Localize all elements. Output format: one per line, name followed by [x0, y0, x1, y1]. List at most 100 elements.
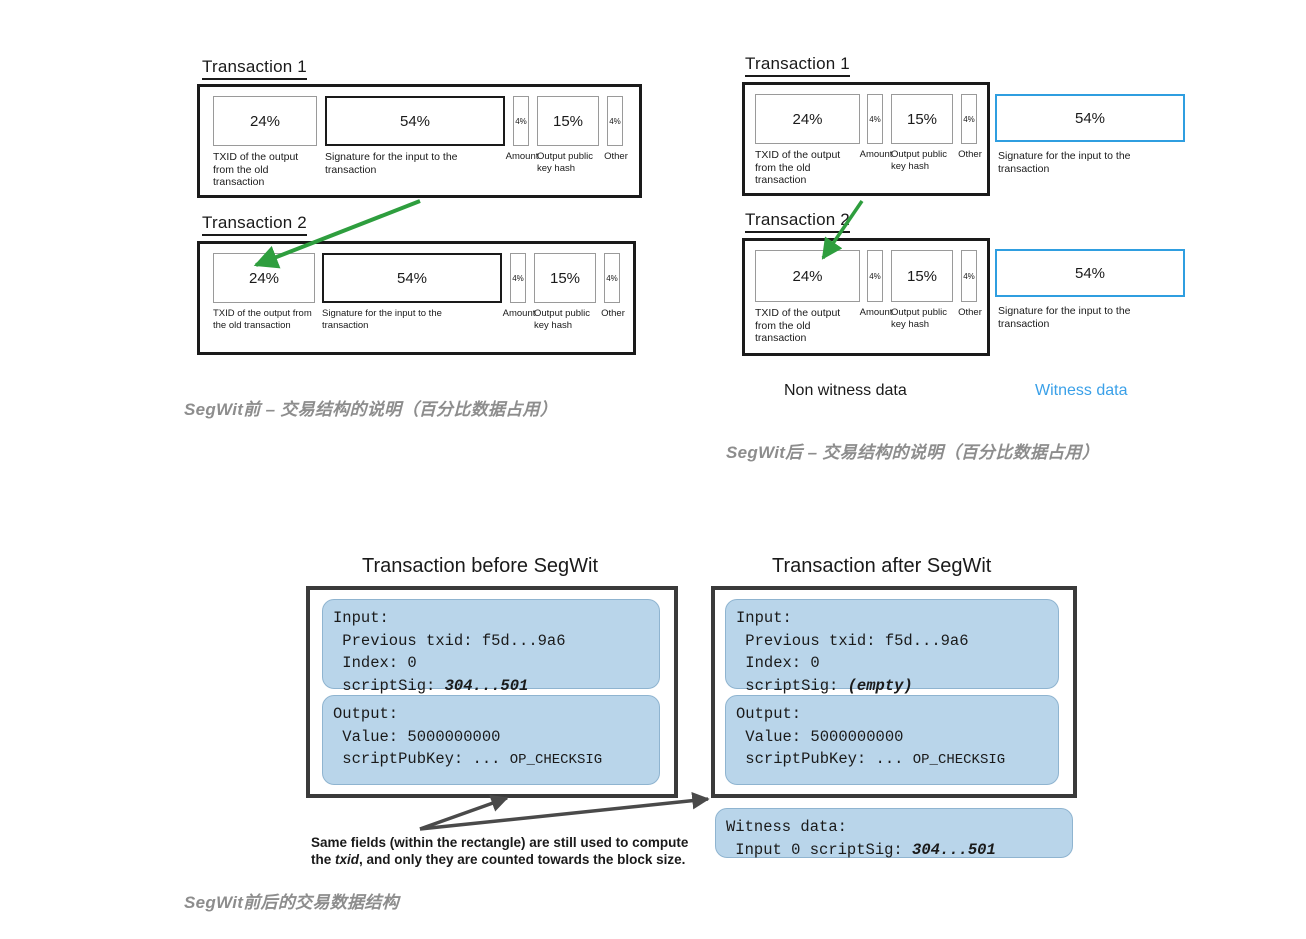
left-tx2-seg-sig: 54%	[322, 253, 502, 303]
left-tx2-seg-pubkey-pct: 15%	[549, 269, 581, 287]
right-tx1-seg-txid-pct: 24%	[792, 110, 823, 128]
caption-bottom-structure: SegWit前后的交易数据结构	[184, 893, 399, 912]
after-input-line1: Input:	[736, 609, 792, 627]
before-output-opcode: OP_CHECKSIG	[509, 752, 603, 768]
left-tx2-seg-amount-label: Amount	[502, 308, 536, 319]
note-line2-b: , and only they are counted towards the …	[359, 852, 686, 867]
right-tx2-witness-pct: 54%	[1074, 264, 1106, 282]
right-tx1-seg-pubkey: 15%	[891, 94, 953, 144]
right-tx2-seg-txid-pct: 24%	[792, 267, 823, 285]
right-tx1-witness-box: 54%	[995, 94, 1185, 142]
witness-box-line2-prefix: Input 0 scriptSig:	[726, 840, 913, 859]
left-tx1-seg-other-label: Other	[604, 151, 628, 162]
right-tx2-seg-pubkey: 15%	[891, 250, 953, 302]
left-tx2-frame: 24% TXID of the output from the old tran…	[197, 241, 636, 355]
block-size-note-line2: the txid, and only they are counted towa…	[311, 851, 711, 868]
right-tx2-frame: 24% TXID of the output from the old tran…	[742, 238, 990, 356]
after-output-box: Output: Value: 5000000000 scriptPubKey: …	[725, 695, 1059, 785]
left-tx2-seg-txid-pct: 24%	[248, 269, 280, 287]
non-witness-data-label: Non witness data	[784, 382, 907, 399]
left-tx2-seg-sig-label: Signature for the input to the transacti…	[322, 308, 442, 331]
right-tx1-witness-label: Signature for the input to the transacti…	[998, 150, 1131, 175]
witness-box-line1: Witness data:	[726, 818, 847, 836]
caption-before-segwit: SegWit前 – 交易结构的说明（百分比数据占用）	[184, 400, 558, 419]
left-tx1-seg-txid: 24%	[213, 96, 317, 146]
after-output-line2: Value: 5000000000	[736, 727, 904, 746]
left-tx1-seg-sig-label: Signature for the input to the transacti…	[325, 151, 458, 176]
right-tx2-witness-box: 54%	[995, 249, 1185, 297]
right-tx2-seg-amount: 4%	[867, 250, 883, 302]
left-tx1-seg-txid-label: TXID of the output from the old transact…	[213, 151, 299, 188]
left-tx2-seg-pubkey-label: Output public key hash	[534, 308, 590, 331]
left-tx2-title-wrap: Transaction 2	[202, 213, 307, 236]
before-output-box: Output: Value: 5000000000 scriptPubKey: …	[322, 695, 660, 785]
right-tx2-seg-other-label: Other	[958, 307, 982, 318]
right-tx1-seg-other: 4%	[961, 94, 977, 144]
left-tx1-title-wrap: Transaction 1	[202, 57, 307, 80]
block-size-note-line1: Same fields (within the rectangle) are s…	[311, 835, 689, 850]
left-tx1-seg-pubkey-label: Output public key hash	[537, 151, 593, 174]
before-input-line3: Index: 0	[333, 654, 417, 672]
after-input-box: Input: Previous txid: f5d...9a6 Index: 0…	[725, 599, 1059, 695]
left-tx1-seg-txid-pct: 24%	[249, 112, 281, 130]
left-tx1-seg-pubkey-pct: 15%	[552, 112, 584, 130]
left-tx1-seg-sig-pct: 54%	[399, 112, 431, 130]
witness-data-label: Witness data	[1035, 382, 1128, 399]
after-input-line4-prefix: scriptSig:	[736, 676, 848, 695]
right-tx1-seg-other-label: Other	[958, 149, 982, 160]
left-tx1-seg-other: 4%	[607, 96, 623, 146]
right-tx1-witness-pct: 54%	[1074, 109, 1106, 127]
left-tx2-seg-amount: 4%	[510, 253, 526, 303]
after-input-scriptsig-value: (empty)	[847, 676, 913, 695]
before-input-line4-prefix: scriptSig:	[333, 676, 445, 695]
left-tx2-seg-other-pct: 4%	[606, 273, 618, 283]
left-tx1-seg-sig: 54%	[325, 96, 505, 146]
before-output-line3-prefix: scriptPubKey: ...	[333, 750, 510, 768]
right-tx1-seg-txid-label: TXID of the output from the old transact…	[755, 149, 841, 186]
block-size-note: Same fields (within the rectangle) are s…	[311, 834, 711, 868]
note-line2-a: the	[311, 852, 336, 867]
right-tx2-seg-pubkey-label: Output public key hash	[891, 307, 947, 330]
note-txid-italic: txid	[335, 852, 360, 867]
right-tx2-seg-other: 4%	[961, 250, 977, 302]
right-tx2-seg-amount-label: Amount	[859, 307, 893, 318]
left-tx1-frame: 24% TXID of the output from the old tran…	[197, 84, 642, 198]
left-tx2-seg-other: 4%	[604, 253, 620, 303]
right-tx1-seg-amount: 4%	[867, 94, 883, 144]
right-tx2-seg-txid-label: TXID of the output from the old transact…	[755, 307, 841, 344]
left-tx1-seg-amount-label: Amount	[505, 151, 539, 162]
right-tx2-seg-other-pct: 4%	[963, 271, 975, 281]
right-tx1-seg-pubkey-pct: 15%	[906, 110, 938, 128]
right-tx2-seg-txid: 24%	[755, 250, 860, 302]
left-tx1-seg-amount-pct: 4%	[515, 116, 527, 126]
before-input-line2: Previous txid: f5d...9a6	[333, 631, 566, 650]
left-tx2-seg-other-label: Other	[601, 308, 625, 319]
right-tx1-seg-txid: 24%	[755, 94, 860, 144]
left-tx2-title: Transaction 2	[202, 213, 307, 236]
left-tx1-seg-pubkey: 15%	[537, 96, 599, 146]
after-segwit-frame: Input: Previous txid: f5d...9a6 Index: 0…	[711, 586, 1077, 798]
before-input-scriptsig-value: 304...501	[444, 676, 529, 695]
left-tx1-seg-amount: 4%	[513, 96, 529, 146]
after-segwit-title: Transaction after SegWit	[772, 555, 992, 577]
after-output-line3-prefix: scriptPubKey: ...	[736, 750, 913, 768]
left-tx1-title: Transaction 1	[202, 57, 307, 80]
left-tx1-seg-other-pct: 4%	[609, 116, 621, 126]
right-tx2-title-wrap: Transaction 2	[745, 210, 850, 233]
right-tx2-witness-label: Signature for the input to the transacti…	[998, 305, 1131, 330]
right-tx1-seg-pubkey-label: Output public key hash	[891, 149, 947, 172]
right-tx1-seg-amount-pct: 4%	[869, 114, 881, 124]
caption-after-segwit: SegWit后 – 交易结构的说明（百分比数据占用）	[726, 443, 1100, 462]
right-tx1-seg-other-pct: 4%	[963, 114, 975, 124]
left-tx2-seg-txid-label: TXID of the output from the old transact…	[213, 308, 312, 331]
right-tx1-seg-amount-label: Amount	[859, 149, 893, 160]
before-input-box: Input: Previous txid: f5d...9a6 Index: 0…	[322, 599, 660, 695]
note-arrow-right	[419, 791, 710, 831]
after-output-line1: Output:	[736, 705, 802, 723]
before-output-line1: Output:	[333, 705, 399, 723]
right-tx1-title: Transaction 1	[745, 54, 850, 77]
note-arrow-left	[419, 795, 509, 831]
after-input-line2: Previous txid: f5d...9a6	[736, 631, 969, 650]
after-output-opcode: OP_CHECKSIG	[912, 752, 1006, 768]
before-segwit-title: Transaction before SegWit	[362, 555, 599, 577]
